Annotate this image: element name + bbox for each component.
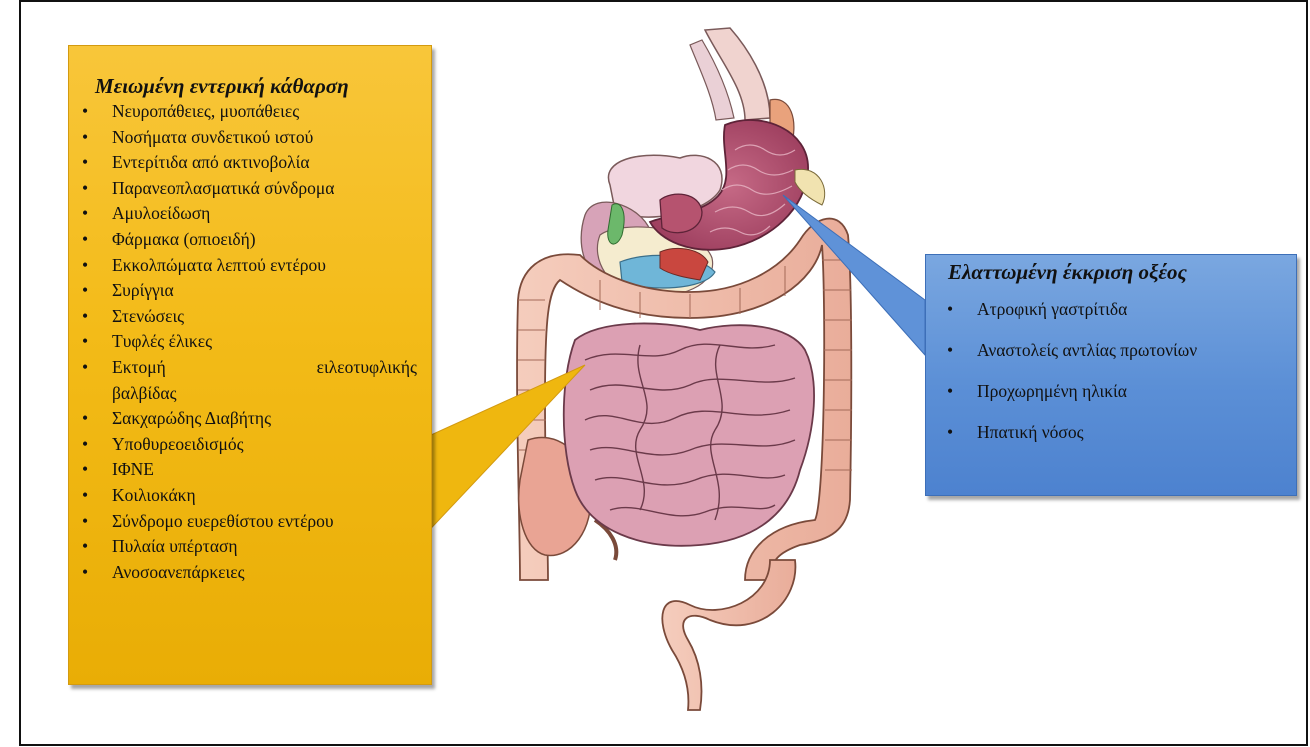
list-item: •Ατροφική γαστρίτιδα [936, 297, 1288, 338]
list-item: •Νευροπάθειες, μυοπάθειες [81, 99, 421, 125]
bullet-icon: • [82, 227, 88, 253]
bullet-icon: • [82, 406, 88, 432]
list-item: •Κοιλιοκάκη [81, 483, 421, 509]
list-item: •Φάρμακα (οπιοειδή) [81, 227, 421, 253]
blue-callout-pointer [783, 195, 925, 355]
bullet-icon: • [82, 253, 88, 279]
reduced-intestinal-clearance-box: Μειωμένη εντερική κάθαρση •Νευροπάθειες,… [68, 45, 432, 685]
list-item: •Προχωρημένη ηλικία [936, 379, 1288, 420]
list-item: •Νοσήματα συνδετικού ιστού [81, 125, 421, 151]
bullet-icon: • [82, 355, 88, 381]
list-item: •Ηπατική νόσος [936, 420, 1288, 461]
list-item: •Πυλαία υπέρταση [81, 534, 421, 560]
bullet-icon: • [82, 483, 88, 509]
list-item: •Παρανεοπλασματικά σύνδρομα [81, 176, 421, 202]
bullet-icon: • [82, 176, 88, 202]
left-box-title: Μειωμένη εντερική κάθαρση [81, 73, 421, 99]
bullet-icon: • [82, 432, 88, 458]
list-item: •Τυφλές έλικες [81, 329, 421, 355]
yellow-callout-pointer [420, 365, 585, 540]
left-box-list: •Νευροπάθειες, μυοπάθειες •Νοσήματα συνδ… [81, 99, 421, 585]
list-item: •Συρίγγια [81, 278, 421, 304]
bullet-icon: • [82, 125, 88, 151]
bullet-icon: • [947, 338, 953, 362]
bullet-icon: • [82, 329, 88, 355]
bullet-icon: • [82, 150, 88, 176]
bullet-icon: • [82, 278, 88, 304]
list-item: •Αμυλοείδωση [81, 201, 421, 227]
right-box-title: Ελαττωμένη έκκριση οξέος [936, 259, 1288, 285]
bullet-icon: • [82, 99, 88, 125]
bullet-icon: • [82, 534, 88, 560]
bullet-icon: • [82, 509, 88, 535]
list-item: •Εντερίτιδα από ακτινοβολία [81, 150, 421, 176]
bullet-icon: • [82, 201, 88, 227]
bullet-icon: • [82, 560, 88, 586]
list-item-continuation: βαλβίδας [81, 381, 421, 407]
reduced-acid-secretion-box: Ελαττωμένη έκκριση οξέος •Ατροφική γαστρ… [925, 254, 1297, 496]
bullet-icon: • [947, 297, 953, 321]
right-box-list: •Ατροφική γαστρίτιδα •Αναστολείς αντλίας… [936, 297, 1288, 461]
list-item: •Σακχαρώδης Διαβήτης [81, 406, 421, 432]
bullet-icon: • [947, 420, 953, 444]
list-item: •Υποθυρεοειδισμός [81, 432, 421, 458]
bullet-icon: • [82, 304, 88, 330]
list-item: •ΙΦΝΕ [81, 457, 421, 483]
list-item: •Στενώσεις [81, 304, 421, 330]
list-item: •Σύνδρομο ευερεθίστου εντέρου [81, 509, 421, 535]
list-item: •Αναστολείς αντλίας πρωτονίων [936, 338, 1288, 379]
list-item: •Εκκολπώματα λεπτού εντέρου [81, 253, 421, 279]
list-item: •Ανοσοανεπάρκειες [81, 560, 421, 586]
bullet-icon: • [947, 379, 953, 403]
bullet-icon: • [82, 457, 88, 483]
